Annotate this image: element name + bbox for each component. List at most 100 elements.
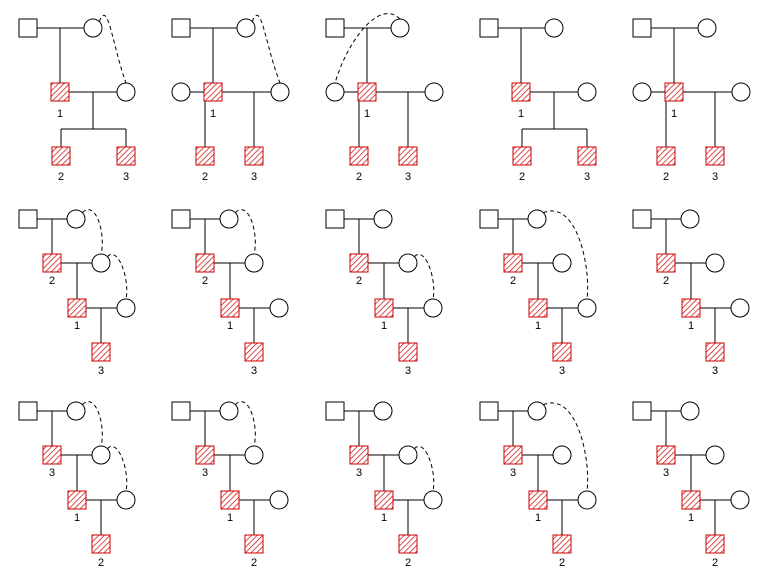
male — [325, 209, 345, 229]
affected-male — [577, 146, 597, 166]
affected-male — [244, 146, 264, 166]
male — [632, 18, 652, 38]
twin-link — [251, 14, 281, 84]
twin-link — [98, 14, 127, 84]
female — [398, 445, 418, 465]
affected-male — [398, 534, 418, 554]
female — [91, 253, 111, 273]
affected-male — [681, 490, 701, 510]
female — [632, 82, 652, 102]
affected-male — [50, 82, 70, 102]
twin-link — [106, 445, 128, 492]
twin-link — [543, 210, 589, 300]
affected-male — [67, 490, 87, 510]
individual-label: 2 — [251, 557, 257, 569]
individual-label: 3 — [98, 365, 104, 377]
male — [479, 209, 499, 229]
affected-male — [705, 146, 725, 166]
female — [552, 253, 572, 273]
female — [390, 18, 410, 38]
affected-male — [512, 146, 532, 166]
individual-label: 1 — [535, 512, 541, 524]
female — [116, 490, 136, 510]
affected-male — [42, 253, 62, 273]
female — [730, 298, 750, 318]
affected-male — [91, 342, 111, 362]
female — [680, 401, 700, 421]
male — [18, 18, 38, 38]
affected-male — [51, 146, 71, 166]
male — [479, 401, 499, 421]
male — [479, 18, 499, 38]
individual-label: 1 — [227, 320, 233, 332]
individual-label: 3 — [123, 171, 129, 183]
female — [373, 209, 393, 229]
individual-label: 2 — [663, 171, 669, 183]
female — [116, 82, 136, 102]
individual-label: 1 — [381, 512, 387, 524]
individual-label: 2 — [405, 557, 411, 569]
female — [730, 490, 750, 510]
affected-male — [374, 298, 394, 318]
female — [423, 490, 443, 510]
individual-label: 1 — [74, 320, 80, 332]
affected-male — [503, 253, 523, 273]
individual-label: 2 — [49, 275, 55, 287]
individual-label: 1 — [364, 108, 370, 120]
female — [705, 445, 725, 465]
individual-label: 2 — [58, 171, 64, 183]
female — [244, 253, 264, 273]
individual-label: 1 — [671, 108, 677, 120]
affected-male — [681, 298, 701, 318]
affected-male — [705, 342, 725, 362]
individual-label: 2 — [98, 557, 104, 569]
female — [577, 298, 597, 318]
individual-label: 3 — [663, 467, 669, 479]
male — [171, 401, 191, 421]
female — [269, 298, 289, 318]
female — [680, 209, 700, 229]
individual-label: 3 — [202, 467, 208, 479]
female — [269, 490, 289, 510]
affected-male — [511, 82, 531, 102]
affected-male — [195, 253, 215, 273]
individual-label: 1 — [210, 108, 216, 120]
male — [632, 209, 652, 229]
affected-male — [349, 146, 369, 166]
affected-male — [664, 82, 684, 102]
affected-male — [116, 146, 136, 166]
individual-label: 1 — [518, 108, 524, 120]
affected-male — [503, 445, 523, 465]
individual-label: 1 — [688, 320, 694, 332]
female — [91, 445, 111, 465]
female — [373, 401, 393, 421]
affected-male — [220, 490, 240, 510]
affected-male — [398, 146, 418, 166]
twin-link — [413, 445, 435, 492]
individual-label: 3 — [251, 171, 257, 183]
individual-label: 1 — [381, 320, 387, 332]
female — [171, 82, 191, 102]
affected-male — [552, 342, 572, 362]
male — [171, 18, 191, 38]
female — [527, 401, 547, 421]
individual-label: 3 — [405, 365, 411, 377]
individual-label: 3 — [712, 171, 718, 183]
male — [325, 401, 345, 421]
affected-male — [374, 490, 394, 510]
affected-male — [349, 445, 369, 465]
female — [697, 18, 717, 38]
individual-label: 2 — [663, 275, 669, 287]
affected-male — [195, 445, 215, 465]
male — [171, 209, 191, 229]
individual-label: 2 — [510, 275, 516, 287]
female — [423, 298, 443, 318]
twin-link — [334, 13, 401, 84]
affected-male — [220, 298, 240, 318]
affected-male — [705, 534, 725, 554]
female — [83, 18, 103, 38]
individual-label: 2 — [559, 557, 565, 569]
individual-label: 1 — [227, 512, 233, 524]
affected-male — [42, 445, 62, 465]
